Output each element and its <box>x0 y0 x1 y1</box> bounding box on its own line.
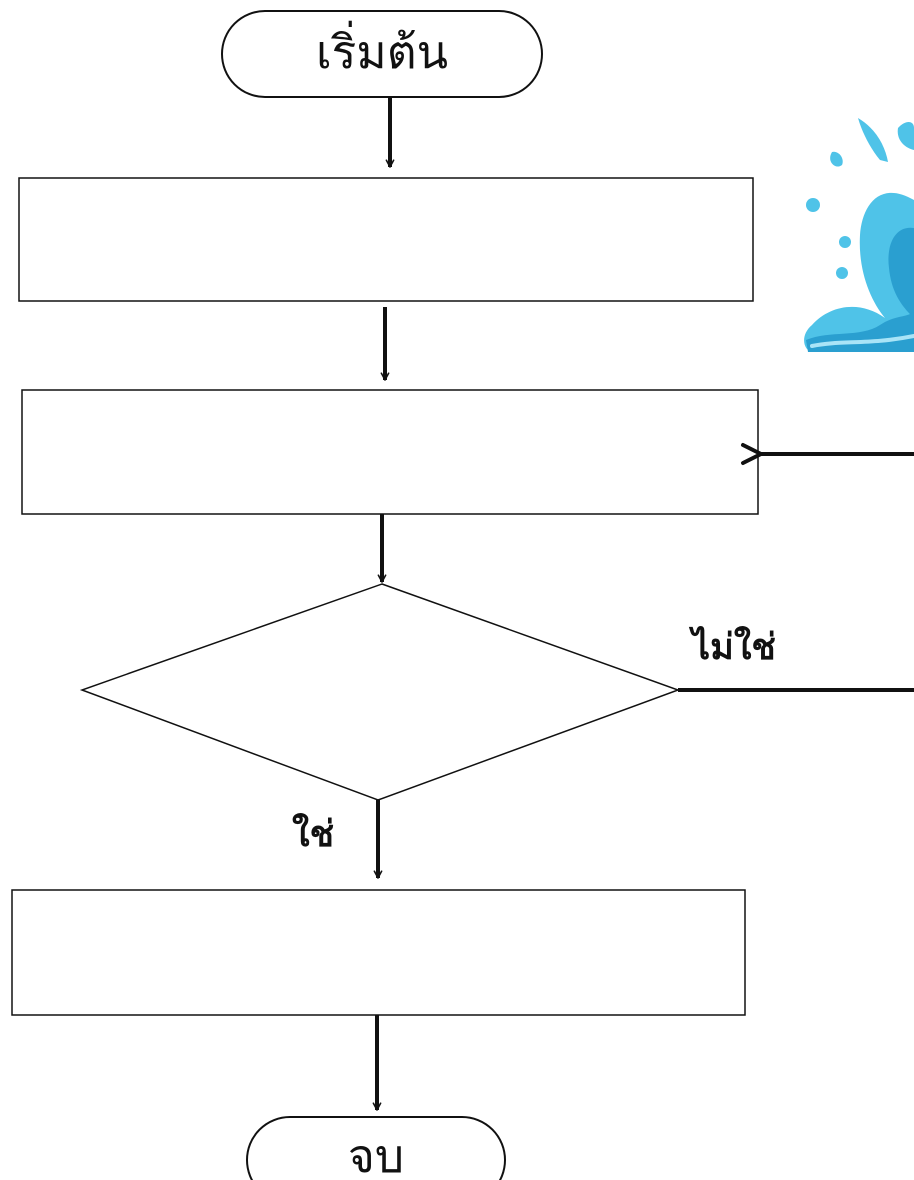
process-box-2 <box>21 389 759 515</box>
process-box-1 <box>18 177 754 302</box>
end-terminal-shape <box>246 1116 506 1180</box>
end-terminal: จบ <box>246 1116 506 1180</box>
decision-diamond <box>79 583 681 801</box>
end-label: จบ <box>348 1129 404 1180</box>
start-terminal-shape <box>221 10 543 98</box>
process-box-3 <box>11 889 746 1016</box>
start-label: เริ่มต้น <box>316 20 448 79</box>
start-terminal: เริ่มต้น <box>221 10 543 98</box>
no-label: ไม่ใช่ <box>688 625 776 668</box>
water-splash-icon <box>804 118 914 352</box>
yes-label: ใช่ <box>292 812 334 855</box>
